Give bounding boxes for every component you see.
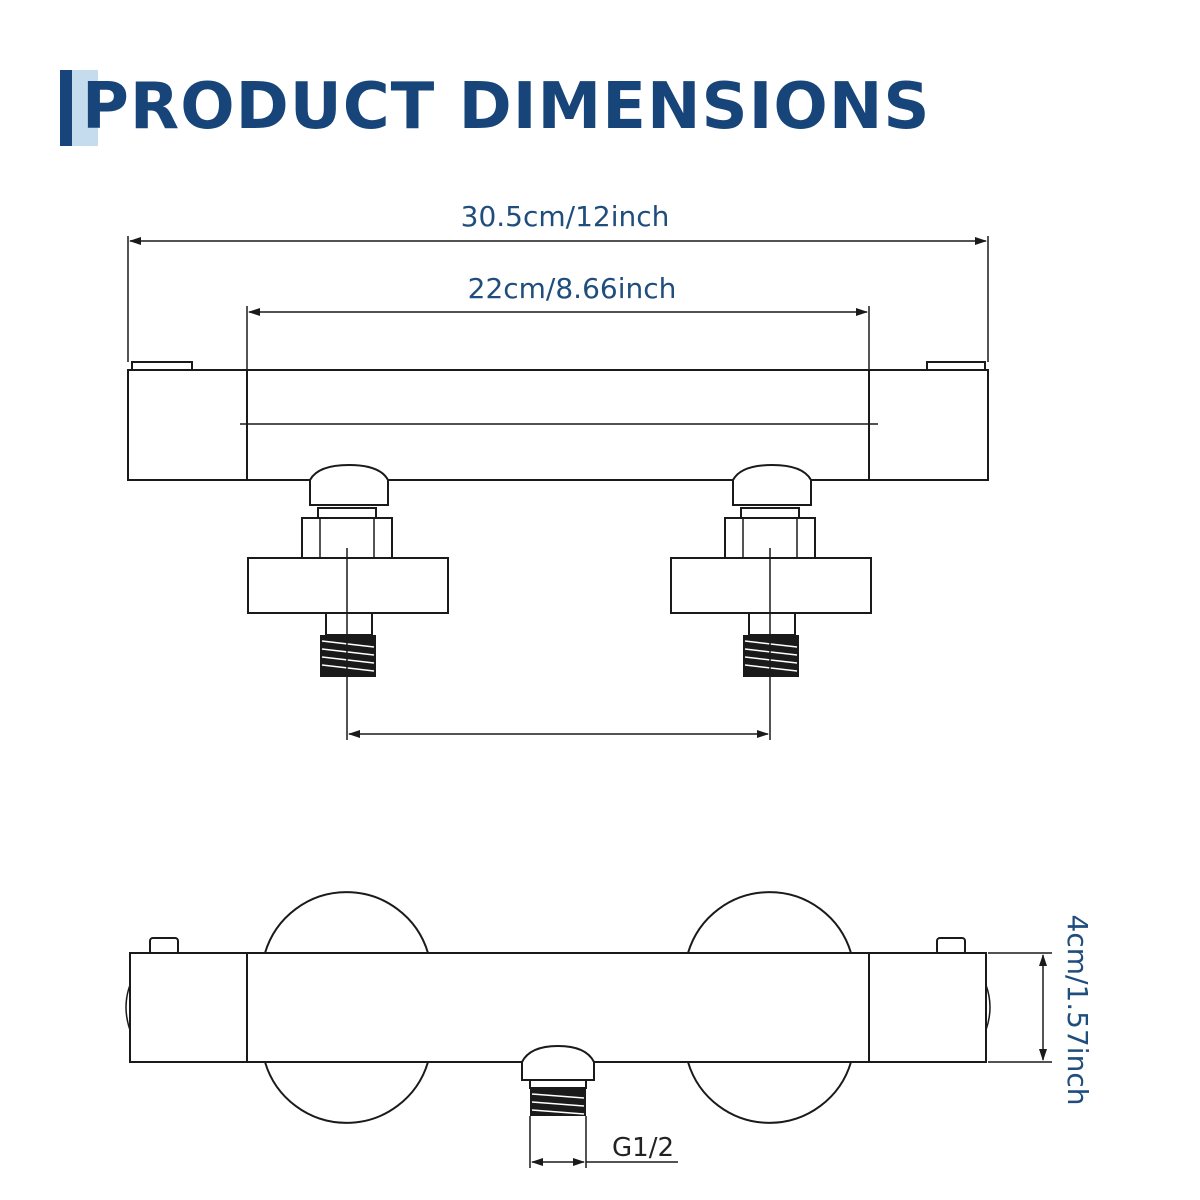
page-title: PRODUCT DIMENSIONS [82,70,931,144]
left-inlet [247,463,449,677]
front-view: G1/2 4cm/1.57inch [125,891,1094,1168]
right-dome-nut [732,463,812,506]
top-view: 30.5cm/12inch 22cm/8.66inch [127,200,989,740]
right-button [936,937,966,955]
inner-length-label: 22cm/8.66inch [468,272,677,305]
height-label: 4cm/1.57inch [1061,915,1094,1106]
right-escutcheon [670,557,872,614]
left-stem [325,612,373,636]
left-washer [317,507,377,519]
left-disc-bottom [263,1061,430,1124]
title-accent-bar-light [72,70,98,146]
title-accent-bar-dark [60,70,72,146]
left-button [149,937,179,955]
outlet-dome [521,1044,595,1081]
outlet-collar [529,1079,587,1089]
left-disc-top [263,891,430,954]
right-disc-top [686,891,853,954]
bar-body-top [127,369,989,481]
overall-length-label: 30.5cm/12inch [461,200,670,233]
left-dome-nut [309,463,389,506]
bar-body-front [129,952,987,1063]
right-end-curve [985,984,991,1031]
right-washer [740,507,800,519]
right-stem [748,612,796,636]
right-disc-bottom [686,1061,853,1124]
left-end-curve [125,984,131,1031]
right-inlet [670,463,872,677]
thread-label: G1/2 [612,1133,674,1163]
left-escutcheon [247,557,449,614]
